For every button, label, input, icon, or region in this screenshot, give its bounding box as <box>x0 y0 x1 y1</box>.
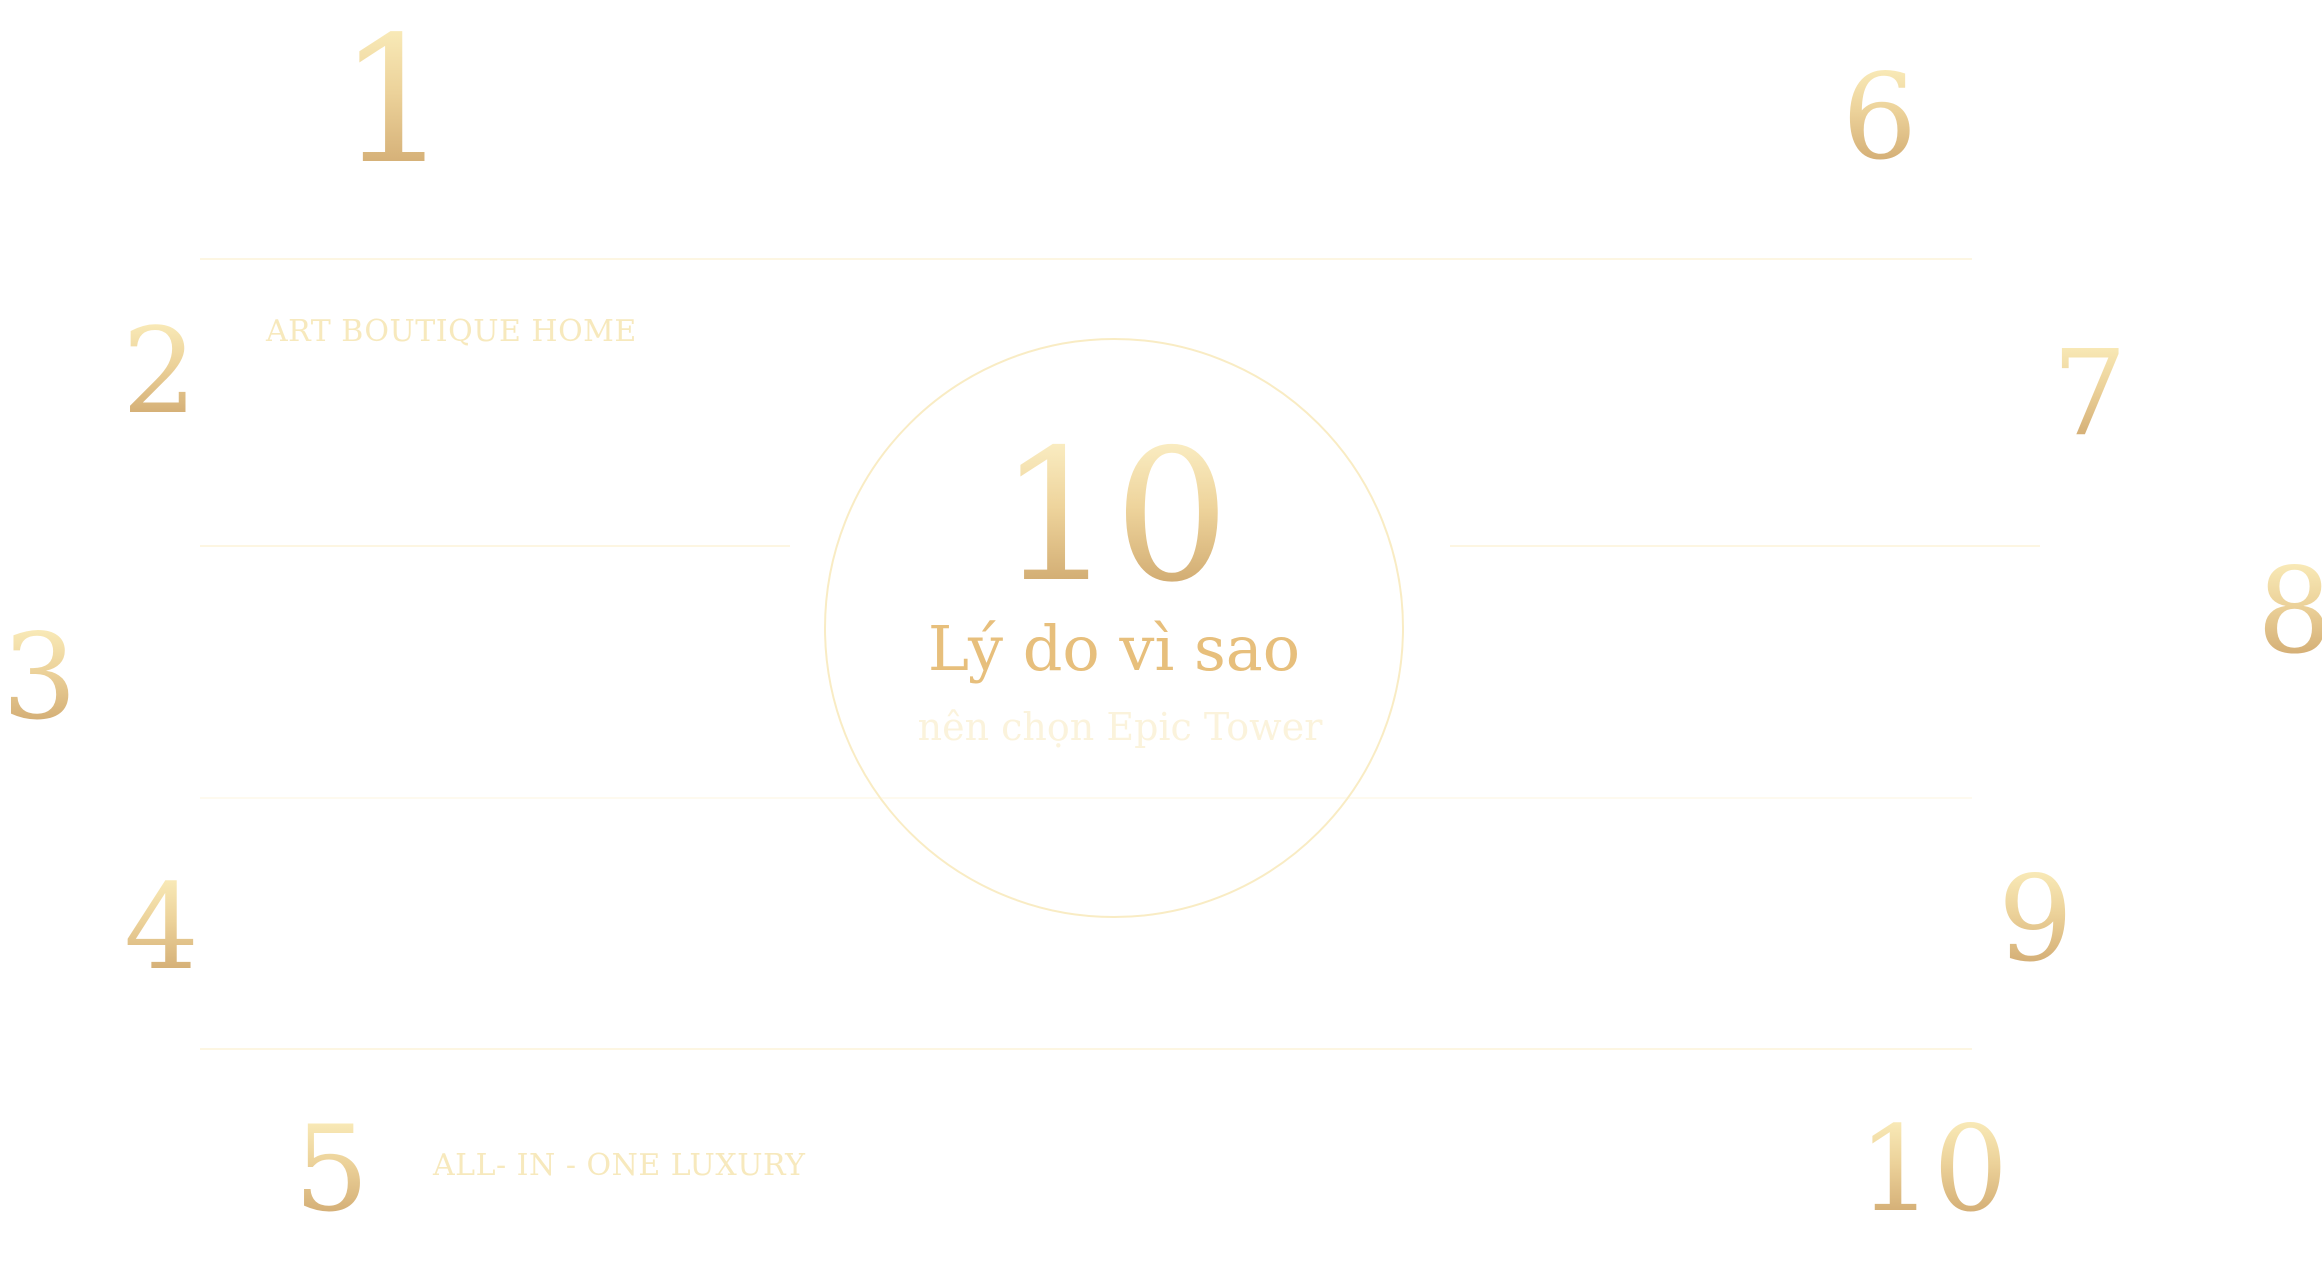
reason-number-1[interactable]: 1 <box>338 0 450 203</box>
reason-number-9[interactable]: 9 <box>1998 850 2074 988</box>
reason-number-4[interactable]: 4 <box>124 858 200 996</box>
divider-line-bottom <box>200 1048 1972 1050</box>
reason-number-6[interactable]: 6 <box>1842 48 1918 186</box>
reason-label-2[interactable]: ART BOUTIQUE HOME <box>266 314 637 349</box>
reason-number-2[interactable]: 2 <box>122 302 198 440</box>
center-title: Lý do vì sao <box>927 612 1301 685</box>
center-count: 10 <box>998 410 1230 622</box>
reason-number-5[interactable]: 5 <box>294 1100 370 1238</box>
center-circle <box>824 338 1404 918</box>
reason-number-3[interactable]: 3 <box>2 608 78 746</box>
reason-number-8[interactable]: 8 <box>2257 552 2322 670</box>
reason-number-7[interactable]: 7 <box>2052 324 2128 462</box>
reason-label-5[interactable]: ALL- IN - ONE LUXURY <box>433 1148 806 1183</box>
divider-line-middle-right <box>1450 545 2040 547</box>
reason-number-10[interactable]: 10 <box>1858 1100 2009 1238</box>
divider-line-middle-left <box>200 545 790 547</box>
center-subtitle: nên chọn Epic Tower <box>917 705 1323 749</box>
divider-line-top <box>200 258 1972 260</box>
